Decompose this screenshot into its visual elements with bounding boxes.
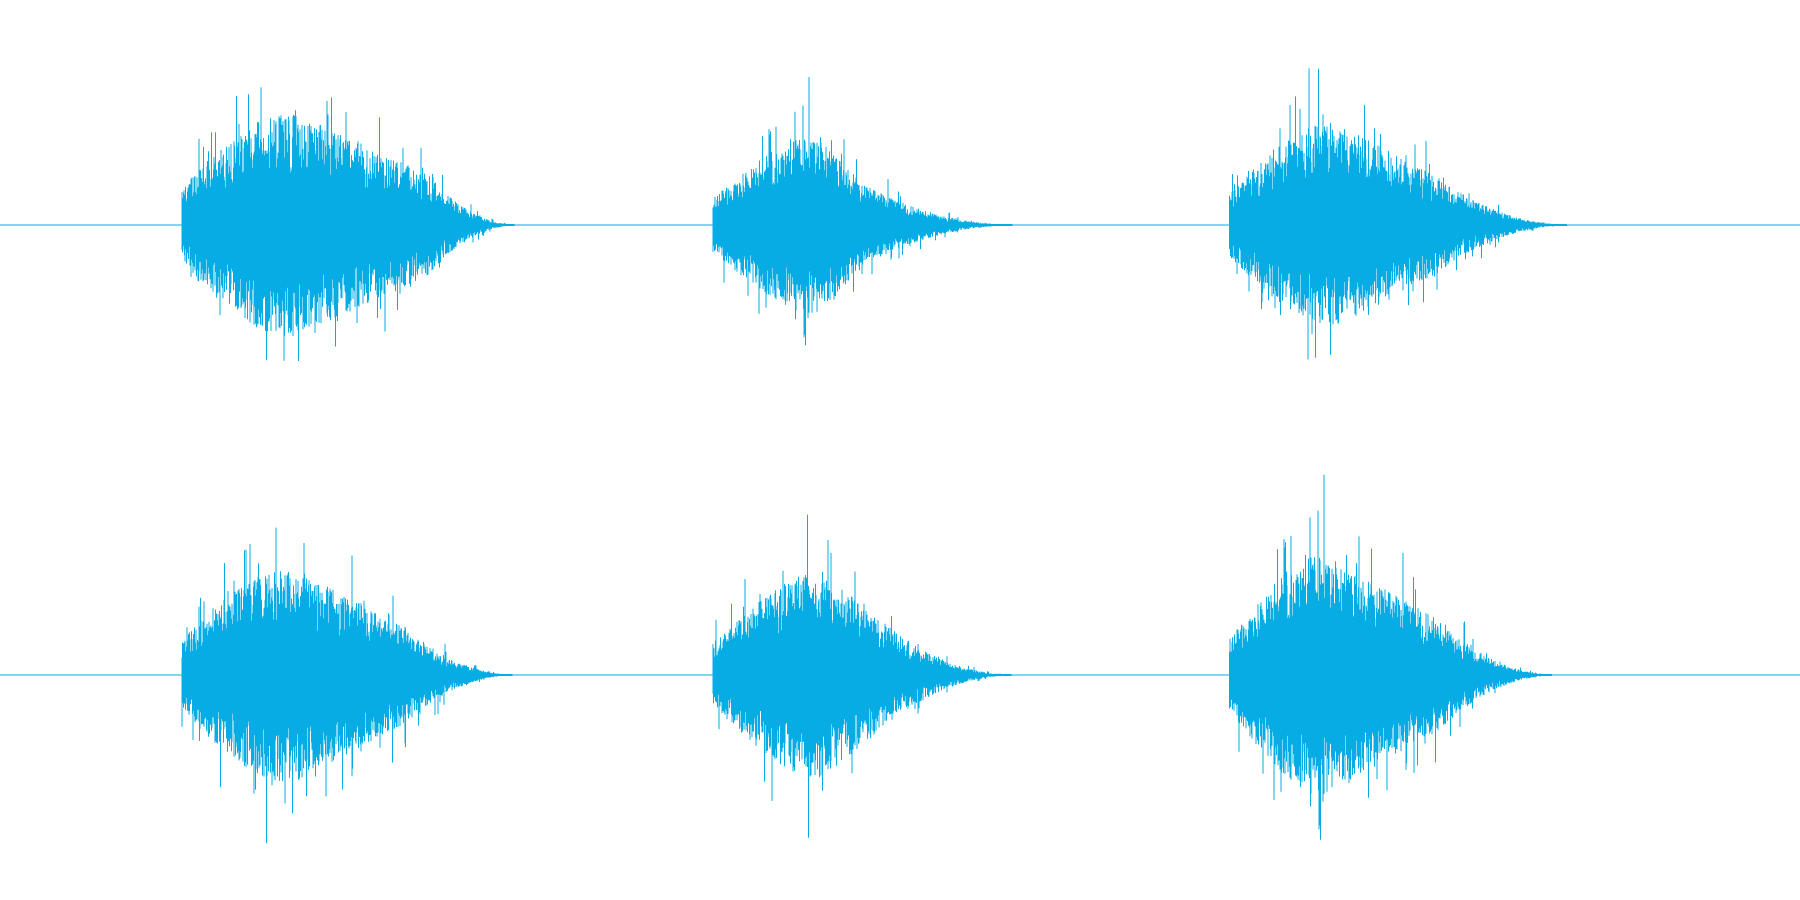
waveform-burst: [712, 514, 1012, 838]
waveform-channel-2: [0, 474, 1800, 844]
waveform-burst: [712, 77, 1013, 346]
waveform-samples: [712, 514, 1012, 838]
waveform-samples: [1229, 474, 1552, 840]
waveform-samples: [181, 527, 513, 844]
waveform-samples: [1229, 68, 1567, 360]
waveform-burst: [1229, 68, 1567, 360]
waveform-samples: [712, 77, 1013, 346]
waveform-burst: [1229, 474, 1552, 840]
waveform-channel-1: [0, 68, 1800, 361]
waveform-burst: [181, 87, 515, 361]
waveform-samples: [181, 87, 515, 361]
waveform-burst: [181, 527, 513, 844]
